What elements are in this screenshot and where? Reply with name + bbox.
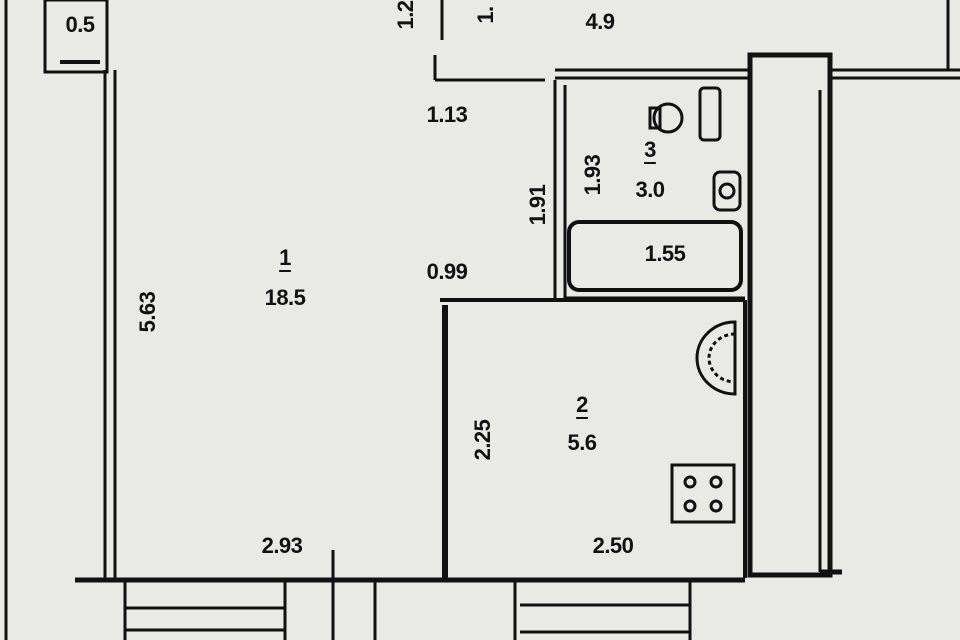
hall-area: 4.9 xyxy=(585,9,615,34)
room-3-area: 3.0 xyxy=(635,177,665,202)
top-dimension-b: 1. xyxy=(473,6,498,24)
bathtub-length: 1.55 xyxy=(644,241,686,266)
kitchen-sink-icon xyxy=(695,320,737,396)
room-1-length: 5.63 xyxy=(135,291,160,333)
room-1-area: 18.5 xyxy=(264,285,306,310)
stove-icon xyxy=(670,463,736,524)
top-dimension-a: 1.2 xyxy=(393,0,418,30)
kitchen-length: 2.25 xyxy=(470,419,495,461)
hall-width: 1.13 xyxy=(426,102,468,127)
door-width: 0.99 xyxy=(426,259,468,284)
room-3-number: 3 xyxy=(644,137,656,162)
closet-dimension: 0.5 xyxy=(65,12,95,37)
room-1-number: 1 xyxy=(279,245,291,270)
bathtub-icon xyxy=(567,220,743,292)
room-1-width: 2.93 xyxy=(261,533,303,558)
washbasin-icon xyxy=(712,170,742,212)
kitchen-width: 2.50 xyxy=(592,533,634,558)
room-2-area: 5.6 xyxy=(567,430,597,455)
room-2-number: 2 xyxy=(576,392,588,417)
walls xyxy=(4,0,960,640)
bath-inner-height: 1.93 xyxy=(580,154,605,196)
bath-outer-height: 1.91 xyxy=(525,184,550,226)
toilet-icon xyxy=(648,86,722,142)
